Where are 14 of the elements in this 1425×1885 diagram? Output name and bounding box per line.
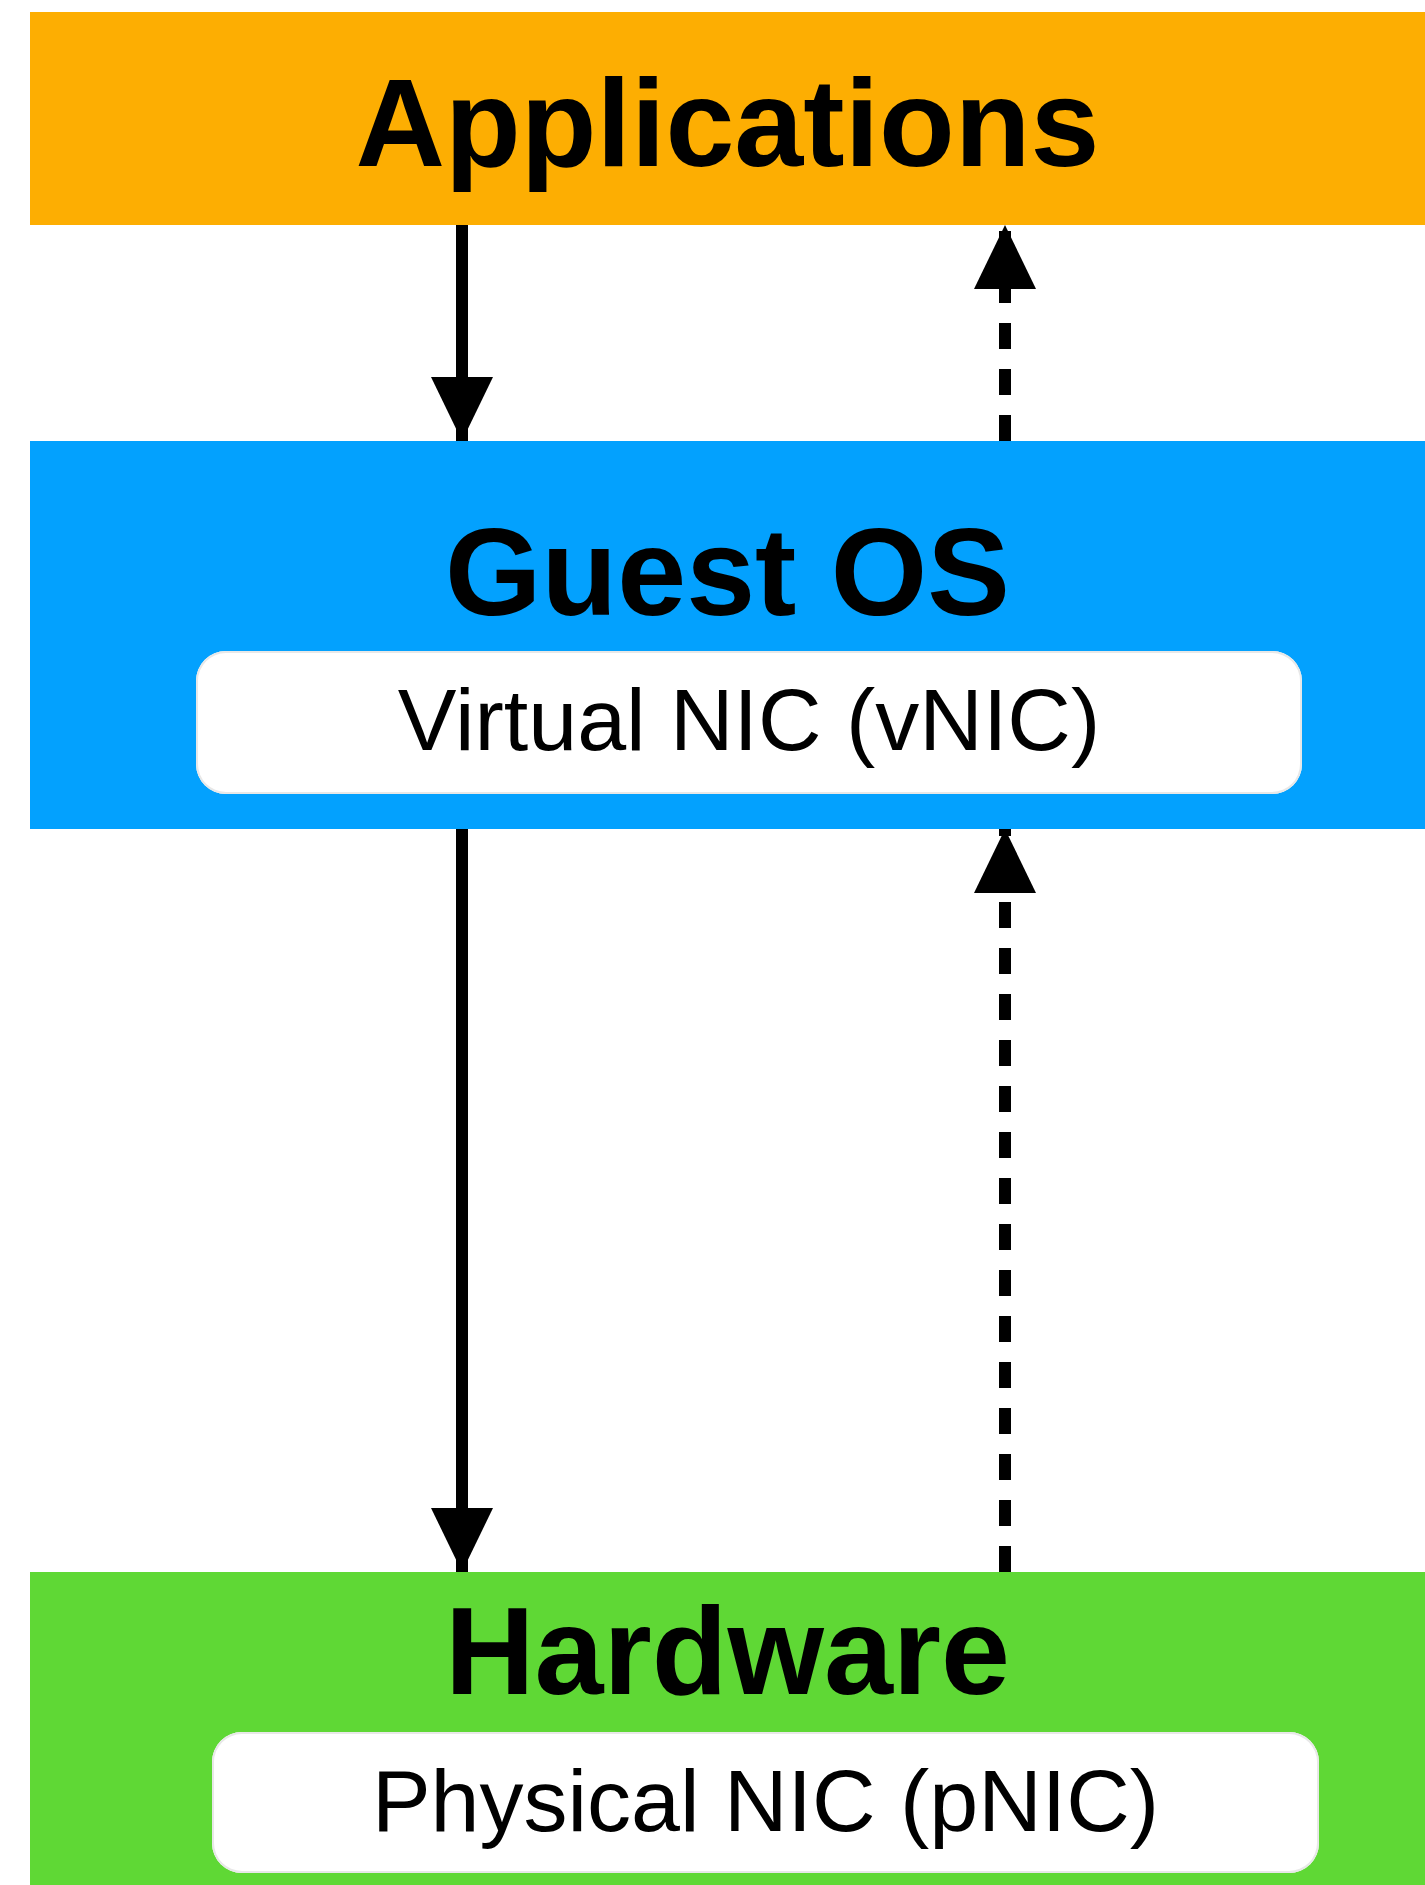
- layer-title: Hardware: [444, 1581, 1011, 1722]
- layer-band: [30, 441, 1425, 829]
- arrow: [431, 225, 493, 441]
- arrow: [431, 829, 493, 1572]
- interface-box: [212, 1732, 1319, 1873]
- layer-band: [30, 12, 1425, 225]
- interface-label: Physical NIC (pNIC): [371, 1750, 1160, 1852]
- layer-title: Guest OS: [445, 502, 1010, 643]
- arrow: [974, 829, 1036, 1572]
- layer-title: Applications: [355, 53, 1100, 194]
- arrow: [974, 225, 1036, 441]
- interface-box: [196, 651, 1302, 794]
- layer-band: [30, 1572, 1425, 1885]
- interface-label: Virtual NIC (vNIC): [397, 669, 1101, 771]
